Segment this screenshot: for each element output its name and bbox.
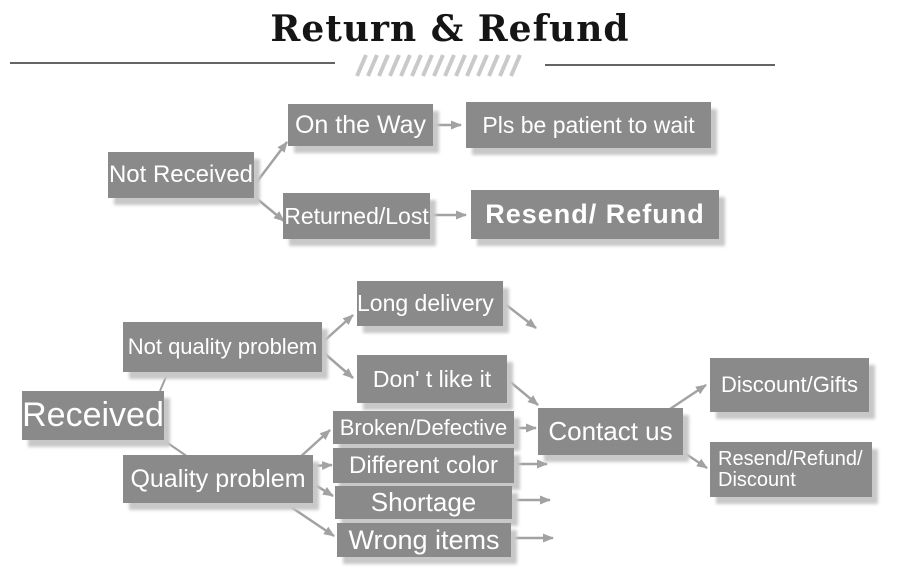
node-long-delivery: Long delivery (357, 281, 503, 326)
header-hatch-marks (355, 54, 522, 77)
node-received: Received (22, 391, 164, 440)
edge-long-delivery-out (504, 303, 537, 329)
node-returned-lost: Returned/Lost (283, 193, 430, 239)
edge-not-received-to-on-the-way (255, 141, 288, 184)
node-quality-problem: Quality problem (123, 455, 313, 503)
node-dont-like-it: Don' t like it (357, 355, 507, 403)
node-shortage: Shortage (335, 486, 512, 519)
edge-quality-to-broken-defective (297, 429, 331, 460)
edge-not-quality-to-long-delivery (323, 314, 354, 342)
node-pls-be-patient-to-wait: Pls be patient to wait (466, 102, 711, 148)
node-broken-defective: Broken/Defective (333, 411, 514, 444)
node-resend-refund-discount-line2: Discount (718, 468, 796, 491)
node-resend-refund-discount: Resend/Refund/ Discount (710, 442, 872, 497)
node-resend-refund: Resend/ Refund (471, 190, 719, 239)
node-resend-refund-discount-line1: Resend/Refund/ (718, 447, 863, 470)
edge-not-quality-to-dont-like-it (323, 352, 354, 379)
edge-quality-to-wrong-items (287, 503, 335, 538)
edge-received-to-not-quality-problem (159, 371, 169, 392)
edge-quality-to-shortage (311, 481, 334, 498)
node-contact-us: Contact us (538, 408, 683, 455)
node-not-quality-problem: Not quality problem (123, 322, 322, 372)
edge-not-received-to-returned-lost (255, 197, 285, 222)
node-on-the-way: On the Way (288, 104, 433, 146)
edge-received-to-quality-problem (158, 436, 189, 458)
node-discount-gifts: Discount/Gifts (710, 358, 869, 412)
page-title: Return & Refund (270, 8, 630, 50)
edge-dont-like-it-to-contact-us (507, 379, 539, 406)
edge-quality-to-different-color (311, 461, 333, 470)
node-wrong-items: Wrong items (337, 523, 511, 557)
node-different-color: Different color (333, 448, 514, 483)
node-not-received: Not Received (108, 152, 254, 198)
